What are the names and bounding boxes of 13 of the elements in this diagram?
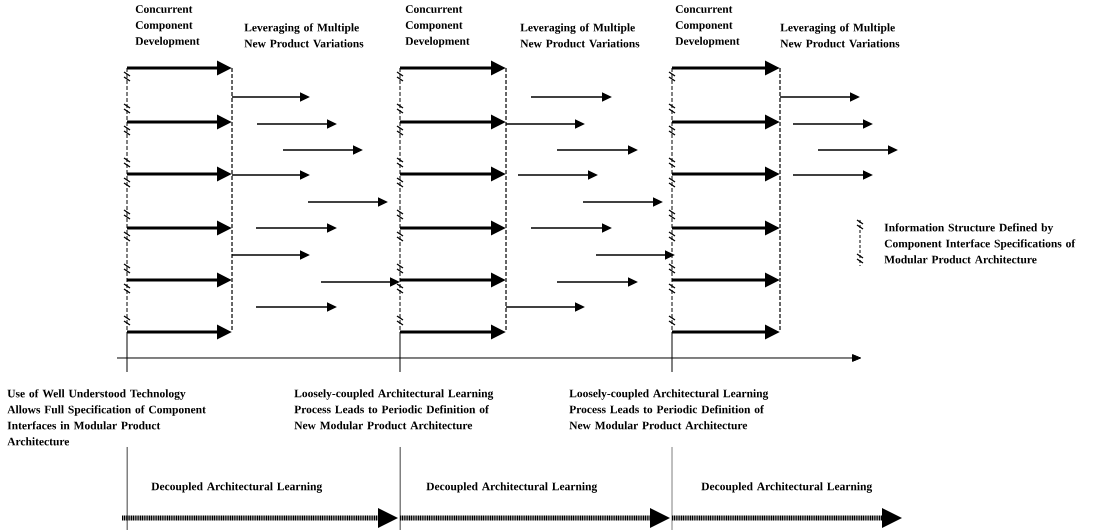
legend-text: Information Structure Defined by Component Interface Specifications of Modular Product Architecture	[884, 223, 1076, 264]
caption-text: Use of Well Understood Technology Allows Full Specification of Component Interfaces in Modular Product Architecture	[7, 389, 206, 446]
heading-text: Concurrent Component Development	[405, 5, 470, 48]
heading-text: Leveraging of Multiple New Product Variations	[780, 23, 900, 48]
heading-text: Leveraging of Multiple New Product Variations	[520, 23, 640, 48]
heading-text: Concurrent Component Development	[675, 5, 740, 48]
caption-text: Loosely-coupled Architectural Learning Process Leads to Periodic Definition of New Modular Product Architecture	[294, 389, 494, 430]
phase-label: Decoupled Architectural Learning	[426, 482, 598, 493]
caption-text: Loosely-coupled Architectural Learning Process Leads to Periodic Definition of New Modular Product Architecture	[569, 389, 769, 430]
phase-label: Decoupled Architectural Learning	[701, 482, 873, 493]
heading-text: Leveraging of Multiple New Product Variations	[244, 23, 364, 48]
heading-text: Concurrent Component Development	[135, 5, 200, 48]
phase-label: Decoupled Architectural Learning	[151, 482, 323, 493]
